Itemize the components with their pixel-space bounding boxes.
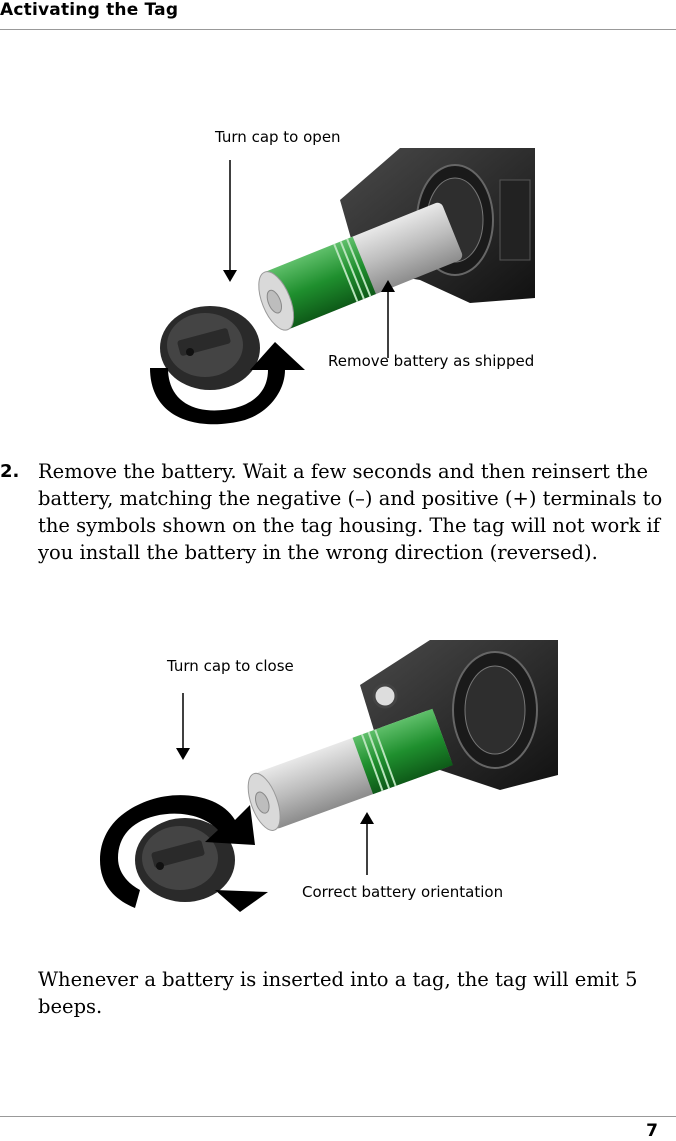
rotate-close-arrow-icon <box>100 795 268 912</box>
header-rule <box>0 29 676 30</box>
page-number: 7 <box>646 1121 658 1141</box>
open-tag-figure: Turn cap to open Remove battery as shipp… <box>150 128 535 425</box>
battery <box>247 708 453 831</box>
callout-arrow-down <box>223 160 237 282</box>
closing-paragraph: Whenever a battery is inserted into a ta… <box>38 968 638 1018</box>
close-tag-figure: Turn cap to close Correct battery orient… <box>100 640 558 912</box>
callout-arrow-up <box>360 812 374 875</box>
step-text: Remove the battery. Wait a few seconds a… <box>38 460 663 564</box>
callout-turn-cap-open: Turn cap to open <box>214 128 341 146</box>
callout-correct-orientation: Correct battery orientation <box>302 883 503 901</box>
page-header-title: Activating the Tag <box>0 0 179 20</box>
callout-arrow-down <box>176 693 190 760</box>
battery-cap <box>160 306 260 390</box>
step-number: 2. <box>0 461 20 482</box>
callout-arrow-up <box>381 280 395 358</box>
footer-rule <box>0 1116 676 1117</box>
instruction-step: 2. Remove the battery. Wait a few second… <box>0 458 676 566</box>
callout-remove-battery: Remove battery as shipped <box>328 352 534 370</box>
rotate-open-arrow-icon <box>150 342 305 425</box>
battery <box>258 202 463 331</box>
callout-turn-cap-close: Turn cap to close <box>166 657 294 675</box>
